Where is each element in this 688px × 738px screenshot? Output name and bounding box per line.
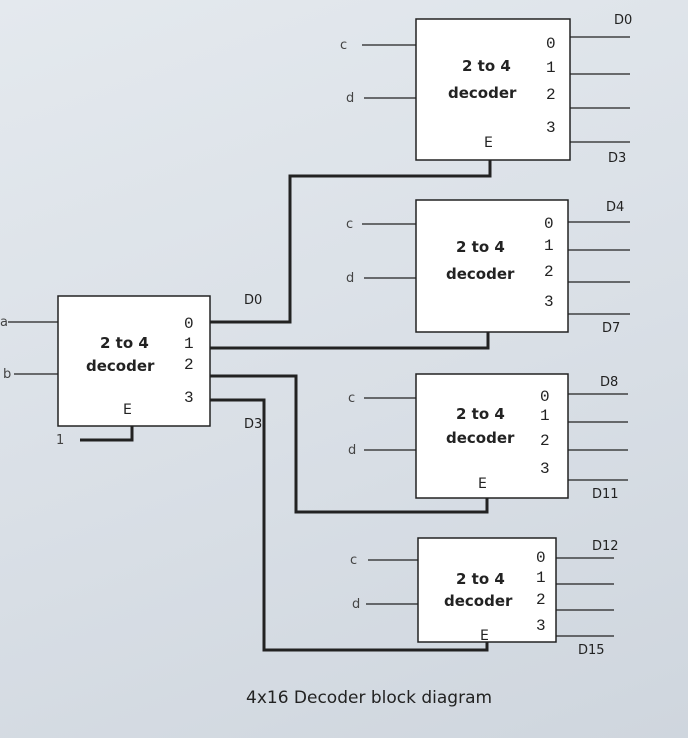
sub-decoder-1-pin-1: 1 bbox=[544, 237, 554, 255]
sub-decoder-0-enable-label: E bbox=[484, 135, 493, 151]
sub-decoder-3-title-line2: decoder bbox=[444, 592, 513, 610]
main-enable-wire bbox=[80, 426, 134, 442]
enable-connections bbox=[210, 160, 492, 652]
sub-decoder-0-last-label: D3 bbox=[608, 151, 626, 166]
main-output-pin-0: 0 bbox=[184, 315, 194, 333]
main-output-pin-1: 1 bbox=[184, 335, 194, 353]
sub-decoder-1: 2 to 4 decoder 0 1 2 3 c d D4 D7 bbox=[346, 199, 630, 336]
main-output-pin-2: 2 bbox=[184, 356, 194, 374]
enable-wire-3 bbox=[210, 398, 489, 652]
sub-decoder-0-input-c-label: c bbox=[340, 38, 347, 53]
enable-wire-2 bbox=[210, 374, 489, 514]
main-decoder-enable-label: E bbox=[123, 402, 132, 418]
sub-decoder-1-title-line2: decoder bbox=[446, 265, 515, 283]
sub-decoder-2-pin-2: 2 bbox=[540, 432, 550, 450]
sub-decoder-0-pin-3: 3 bbox=[546, 119, 556, 137]
sub-decoder-2-pin-0: 0 bbox=[540, 388, 550, 406]
enable-wire-0 bbox=[210, 160, 492, 324]
sub-decoder-1-pin-3: 3 bbox=[544, 293, 554, 311]
sub-decoder-0-box bbox=[415, 18, 571, 161]
sub-decoder-0-title-line1: 2 to 4 bbox=[462, 57, 511, 75]
sub-decoder-3: 2 to 4 decoder E 0 1 2 3 c d D12 D15 bbox=[350, 537, 619, 658]
main-decoder-title-line1: 2 to 4 bbox=[100, 334, 149, 352]
main-decoder: 2 to 4 decoder E 0 1 2 3 a b 1 D0 D3 bbox=[0, 293, 262, 448]
sub-decoder-3-enable-label: E bbox=[480, 628, 489, 644]
sub-decoder-2-pin-3: 3 bbox=[540, 460, 550, 478]
sub-decoder-1-last-label: D7 bbox=[602, 321, 620, 336]
main-decoder-box bbox=[57, 295, 211, 427]
sub-decoder-2-box bbox=[415, 373, 569, 499]
sub-decoder-2-input-c-label: c bbox=[348, 391, 355, 406]
sub-decoder-2-enable-label: E bbox=[478, 476, 487, 492]
sub-decoder-1-title-line1: 2 to 4 bbox=[456, 238, 505, 256]
sub-decoder-2-input-d-label: d bbox=[348, 443, 356, 458]
sub-decoder-1-input-c-label: c bbox=[346, 217, 353, 232]
diagram-caption: 4x16 Decoder block diagram bbox=[246, 688, 492, 708]
main-enable-input-label: 1 bbox=[56, 433, 64, 448]
sub-decoder-2-title-line1: 2 to 4 bbox=[456, 405, 505, 423]
sub-decoder-2: 2 to 4 decoder E 0 1 2 3 c d D8 D11 bbox=[348, 373, 628, 502]
sub-decoder-3-title-line1: 2 to 4 bbox=[456, 570, 505, 588]
sub-decoder-3-input-d-label: d bbox=[352, 597, 360, 612]
sub-decoder-3-pin-2: 2 bbox=[536, 591, 546, 609]
sub-decoder-3-box bbox=[417, 537, 557, 643]
sub-decoder-0-input-d-label: d bbox=[346, 91, 354, 106]
sub-decoder-3-pin-1: 1 bbox=[536, 569, 546, 587]
sub-decoder-3-first-label: D12 bbox=[592, 539, 619, 554]
main-input-a-label: a bbox=[0, 315, 8, 330]
sub-decoder-2-title-line2: decoder bbox=[446, 429, 515, 447]
sub-decoder-3-last-label: D15 bbox=[578, 643, 605, 658]
sub-decoder-0-pin-1: 1 bbox=[546, 59, 556, 77]
sub-decoder-3-pin-0: 0 bbox=[536, 549, 546, 567]
sub-decoder-2-last-label: D11 bbox=[592, 487, 619, 502]
sub-decoder-1-box bbox=[415, 199, 569, 333]
sub-decoder-3-input-c-label: c bbox=[350, 553, 357, 568]
sub-decoder-0: 2 to 4 decoder E 0 1 2 3 c d D0 D3 bbox=[340, 13, 632, 166]
sub-decoder-0-title-line2: decoder bbox=[448, 84, 517, 102]
sub-decoder-0-first-label: D0 bbox=[614, 13, 632, 28]
sub-decoder-1-pin-0: 0 bbox=[544, 215, 554, 233]
sub-decoder-3-pin-3: 3 bbox=[536, 617, 546, 635]
main-decoder-title-line2: decoder bbox=[86, 357, 155, 375]
main-output-label-first: D0 bbox=[244, 293, 262, 308]
sub-decoder-0-pin-0: 0 bbox=[546, 35, 556, 53]
sub-decoder-1-pin-2: 2 bbox=[544, 263, 554, 281]
main-output-label-last: D3 bbox=[244, 417, 262, 432]
sub-decoder-2-first-label: D8 bbox=[600, 375, 618, 390]
sub-decoder-1-first-label: D4 bbox=[606, 200, 624, 215]
sub-decoder-1-input-d-label: d bbox=[346, 271, 354, 286]
main-input-b-label: b bbox=[3, 367, 11, 382]
enable-wire-1 bbox=[210, 332, 490, 350]
main-output-pin-3: 3 bbox=[184, 389, 194, 407]
sub-decoder-2-pin-1: 1 bbox=[540, 407, 550, 425]
sub-decoder-0-pin-2: 2 bbox=[546, 86, 556, 104]
